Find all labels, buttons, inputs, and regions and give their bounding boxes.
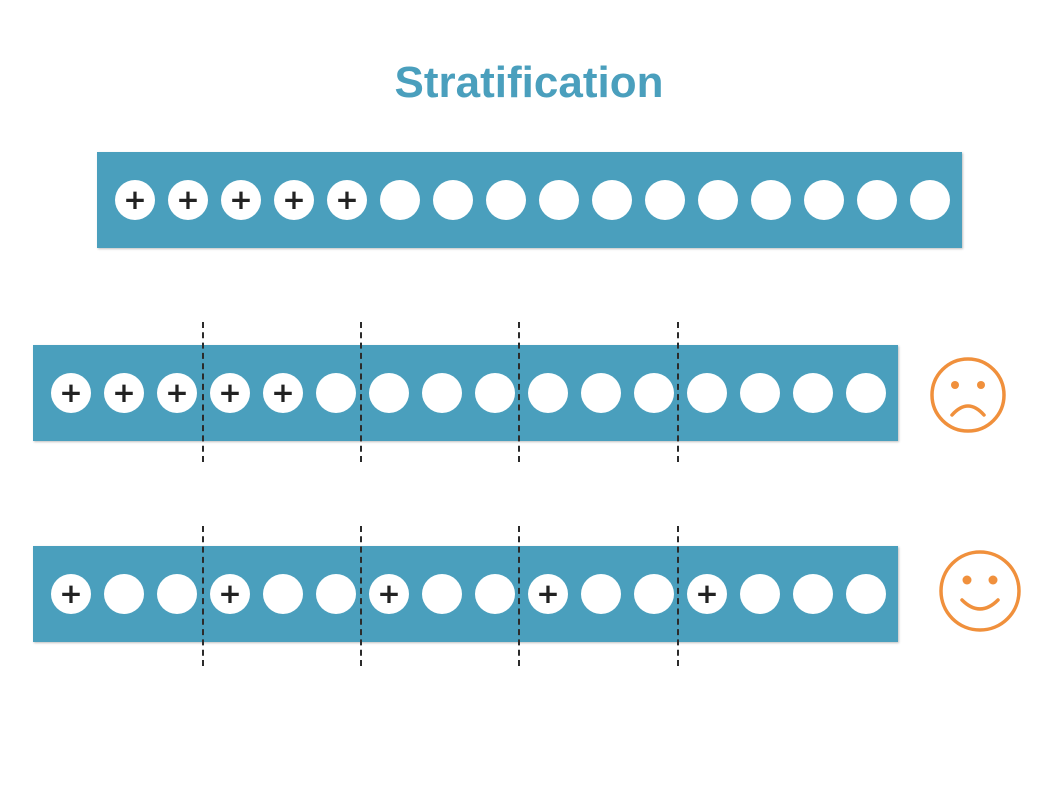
- fold-divider: [518, 526, 520, 666]
- sample-circle: [486, 180, 526, 220]
- strip-unstratified: + + + + +: [33, 345, 898, 441]
- sample-circle: [634, 373, 674, 413]
- sample-circle: [263, 574, 303, 614]
- sample-circle: [157, 574, 197, 614]
- fold-divider: [360, 322, 362, 462]
- positive-sample-circle: +: [221, 180, 261, 220]
- sample-circle: [751, 180, 791, 220]
- fold-divider: [360, 526, 362, 666]
- sample-circle: [475, 574, 515, 614]
- positive-sample-circle: +: [687, 574, 727, 614]
- sample-circle: [634, 574, 674, 614]
- sample-circle: [645, 180, 685, 220]
- sample-circle: [698, 180, 738, 220]
- sample-circle: [422, 373, 462, 413]
- sad-face-icon: [930, 357, 1006, 433]
- positive-sample-circle: +: [51, 574, 91, 614]
- positive-sample-circle: +: [263, 373, 303, 413]
- strip-stratified: + + + + +: [33, 546, 898, 642]
- positive-sample-circle: +: [51, 373, 91, 413]
- positive-sample-circle: +: [528, 574, 568, 614]
- sample-circle: [740, 574, 780, 614]
- page-title: Stratification: [394, 58, 664, 107]
- sample-circle: [857, 180, 897, 220]
- sample-circle: [433, 180, 473, 220]
- sample-circle: [475, 373, 515, 413]
- sample-circle: [539, 180, 579, 220]
- positive-sample-circle: +: [274, 180, 314, 220]
- sample-circle: [804, 180, 844, 220]
- sample-circle: [316, 373, 356, 413]
- sample-circle: [793, 574, 833, 614]
- strip-unsplit: + + + + +: [97, 152, 962, 248]
- sample-circle: [687, 373, 727, 413]
- sample-circle: [592, 180, 632, 220]
- positive-sample-circle: +: [168, 180, 208, 220]
- sample-circle: [846, 574, 886, 614]
- sample-circle: [528, 373, 568, 413]
- sample-circle: [846, 373, 886, 413]
- sample-circle: [422, 574, 462, 614]
- sample-circle: [369, 373, 409, 413]
- positive-sample-circle: +: [210, 574, 250, 614]
- happy-face-icon: [939, 550, 1021, 632]
- sample-circle: [380, 180, 420, 220]
- positive-sample-circle: +: [327, 180, 367, 220]
- positive-sample-circle: +: [157, 373, 197, 413]
- sample-circle: [581, 574, 621, 614]
- fold-divider: [202, 526, 204, 666]
- positive-sample-circle: +: [115, 180, 155, 220]
- sample-circle: [581, 373, 621, 413]
- fold-divider: [677, 322, 679, 462]
- positive-sample-circle: +: [210, 373, 250, 413]
- sample-circle: [910, 180, 950, 220]
- fold-divider: [677, 526, 679, 666]
- positive-sample-circle: +: [369, 574, 409, 614]
- fold-divider: [202, 322, 204, 462]
- sample-circle: [793, 373, 833, 413]
- sample-circle: [740, 373, 780, 413]
- sample-circle: [316, 574, 356, 614]
- positive-sample-circle: +: [104, 373, 144, 413]
- fold-divider: [518, 322, 520, 462]
- sample-circle: [104, 574, 144, 614]
